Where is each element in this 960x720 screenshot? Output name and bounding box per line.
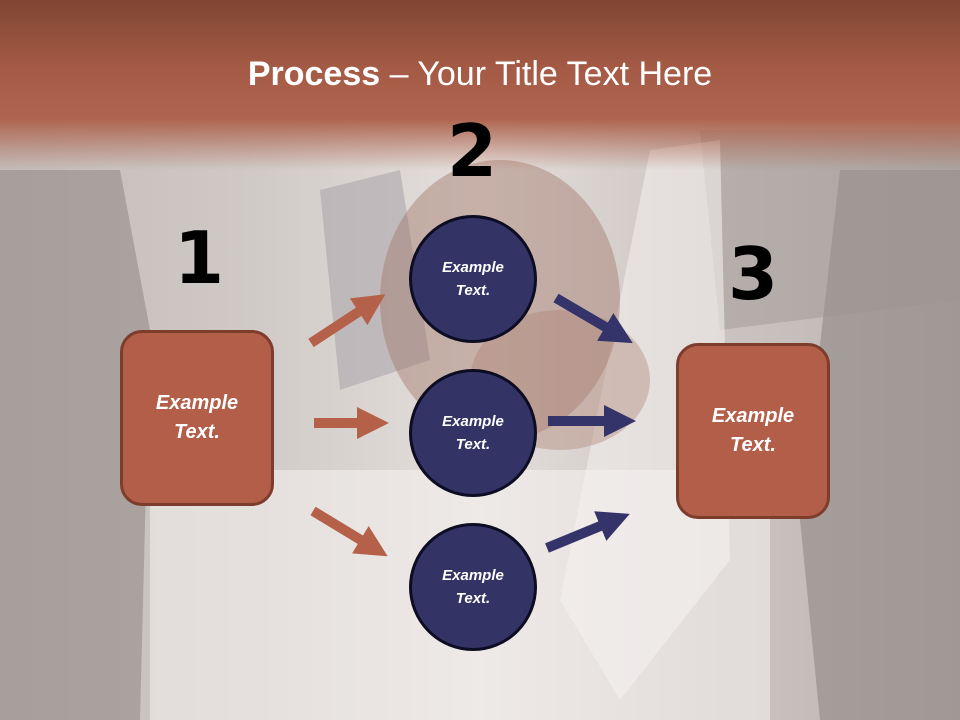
step-3-box: Example Text. [676, 343, 830, 519]
arrow-bottom-to-3 [545, 511, 630, 553]
step-number-2: 2 [446, 109, 498, 193]
circle-top-text: Example Text. [442, 259, 504, 299]
step-3-box-text: Example Text. [711, 405, 795, 456]
step-2-circle-middle: Example Text. [409, 369, 537, 497]
step-1-box-text: Example Text. [155, 392, 239, 443]
title-band [0, 0, 960, 170]
step-2-circle-bottom: Example Text. [409, 523, 537, 651]
slide-title: Process – Your Title Text Here [0, 52, 960, 96]
step-2-circle-top: Example Text. [409, 215, 537, 343]
title-bold: Process [247, 55, 381, 93]
circle-middle-text: Example Text. [442, 413, 504, 453]
step-1-box: Example Text. [120, 330, 274, 506]
circle-bottom-text: Example Text. [442, 567, 504, 607]
title-rest: – Your Title Text Here [380, 55, 713, 93]
arrow-top-to-3 [553, 293, 633, 344]
step-number-1: 1 [173, 216, 225, 300]
arrow-1-to-top [308, 294, 386, 348]
arrow-1-to-bottom [310, 506, 388, 557]
step-number-3: 3 [727, 232, 779, 316]
